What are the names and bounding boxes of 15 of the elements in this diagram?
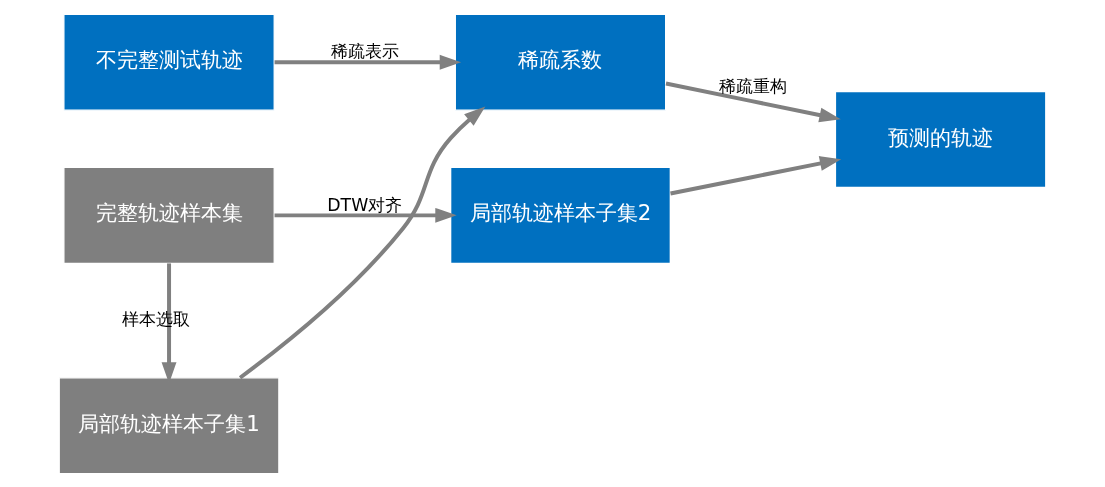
node-box: 完整轨迹样本集 <box>63 166 275 264</box>
arrow <box>274 54 462 70</box>
node-box: 局部轨迹样本子集1 <box>58 376 280 474</box>
arrow <box>665 81 841 122</box>
node-box: 稀疏系数 <box>454 13 667 111</box>
edge-label: 稀疏表示 <box>330 40 399 61</box>
edge-label: 样本选取 <box>121 308 190 329</box>
arrow <box>274 207 457 223</box>
node-box: 局部轨迹样本子集2 <box>449 166 671 264</box>
edge-label: DTW对齐 <box>327 194 403 215</box>
arrow <box>238 105 486 379</box>
edge-label: 稀疏重构 <box>718 75 787 96</box>
arrow <box>670 155 842 195</box>
node-box: 预测的轨迹 <box>834 90 1047 188</box>
node-box: 不完整测试轨迹 <box>63 13 275 111</box>
